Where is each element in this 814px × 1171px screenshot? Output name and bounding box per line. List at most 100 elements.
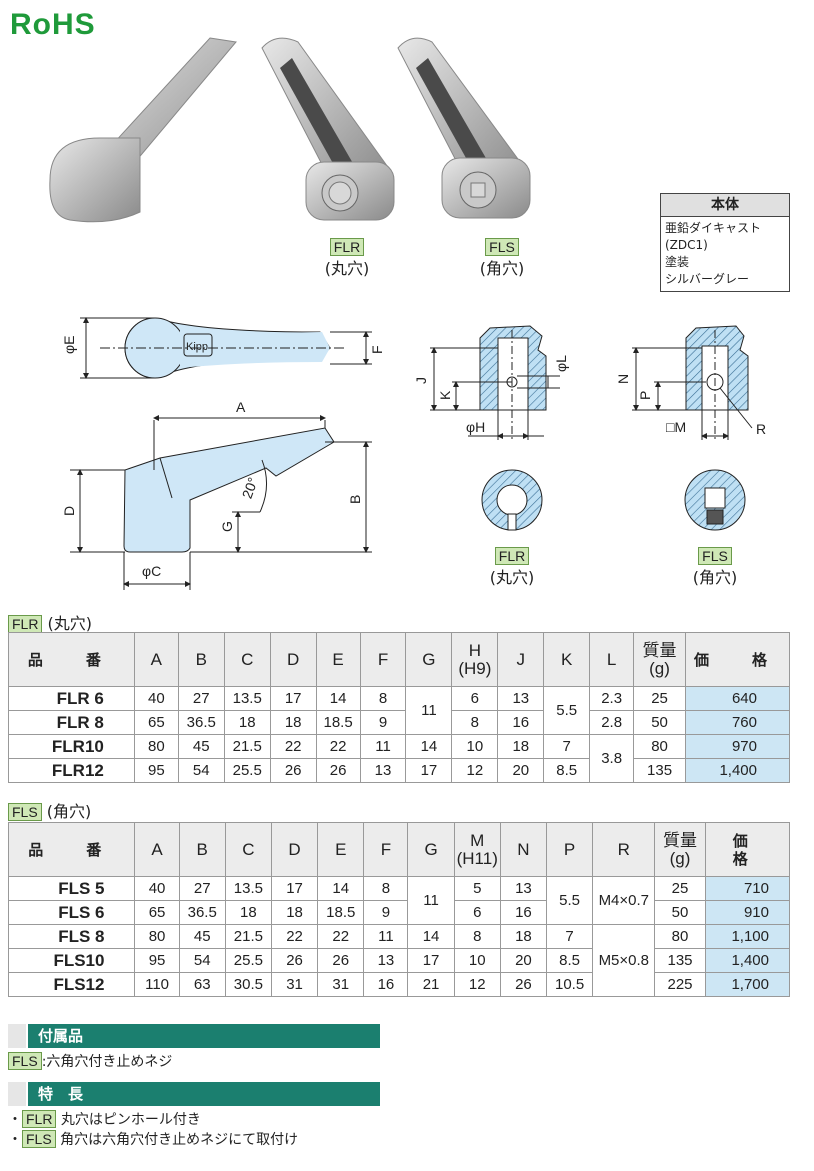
cell: 16 <box>363 972 409 997</box>
cell: 14 <box>315 686 361 711</box>
table-row: FLR 8 65 36.5 18 18 18.5 9 8 16 2.8 50 7… <box>8 710 790 735</box>
material-line: シルバーグレー <box>665 272 750 286</box>
cell: 9 <box>363 900 409 925</box>
price-cell: 1,100 <box>704 924 791 949</box>
cell: 20 <box>497 758 545 783</box>
cell: 80 <box>134 924 180 949</box>
col-header: M (H11) <box>453 822 501 877</box>
cell: 21.5 <box>224 924 272 949</box>
flr-header-row: 品 番 A B C D E F G H (H9) J K L 質量 (g) 価 … <box>8 632 790 687</box>
cell: 27 <box>177 686 225 711</box>
part-number: FLS12 <box>7 972 136 997</box>
fls-tag: FLS <box>698 547 732 565</box>
flr-handle-photo-side <box>49 37 237 223</box>
list-item: ・FLS 角穴は六角穴付き止めネジにて取付け <box>8 1130 298 1150</box>
cell: 80 <box>633 734 686 759</box>
cell: 22 <box>315 734 361 759</box>
col-header: N <box>499 822 548 877</box>
bullet: ・ <box>8 1112 22 1128</box>
cell: 5.5 <box>545 876 594 925</box>
cell: 45 <box>177 734 225 759</box>
cell: 2.8 <box>589 710 635 735</box>
cell: 20 <box>499 948 548 973</box>
col-header: 品 番 <box>7 822 136 877</box>
feature-text: 丸穴はピンホール付き <box>56 1112 201 1128</box>
cell: 21.5 <box>223 734 271 759</box>
part-number: FLR 6 <box>8 686 135 711</box>
flr-spec-table: 品 番 A B C D E F G H (H9) J K L 質量 (g) 価 … <box>8 632 790 783</box>
label-angle: 20° <box>239 475 261 500</box>
col-header: L <box>589 632 635 687</box>
label-l: φL <box>553 355 569 372</box>
cell: 18.5 <box>315 710 361 735</box>
part-number: FLS 6 <box>7 900 136 925</box>
features-title: 特 長 <box>38 1085 84 1103</box>
col-header: 質量 (g) <box>654 822 706 877</box>
cell: 25 <box>654 876 706 901</box>
price-cell: 910 <box>704 900 791 925</box>
table-row: FLS 5 40 27 13.5 17 14 8 11 5 13 5.5 M4×… <box>7 876 791 925</box>
cell: 8 <box>453 924 501 949</box>
cell: 11 <box>407 876 455 925</box>
cell: 18 <box>499 924 548 949</box>
cell: 7 <box>543 734 591 759</box>
cell: 14 <box>407 924 455 949</box>
kipp-logo: Kipp <box>186 341 208 353</box>
cell: 18 <box>497 734 545 759</box>
cell: 26 <box>315 758 361 783</box>
cell: 25.5 <box>223 758 271 783</box>
label-e: φE <box>61 336 77 354</box>
cell: 80 <box>133 734 179 759</box>
cell: 26 <box>317 948 365 973</box>
table-row: FLS 6 65 36.5 18 18 18.5 9 6 16 50 910 <box>7 900 791 925</box>
cell: 225 <box>654 972 706 997</box>
cell: 40 <box>134 876 180 901</box>
cell: 54 <box>178 948 226 973</box>
col-header: B <box>177 632 225 687</box>
col-header: D <box>269 632 317 687</box>
label-h: φH <box>466 419 485 435</box>
cell: 2.3 <box>589 686 635 711</box>
part-number: FLS10 <box>7 948 136 973</box>
cell: 10 <box>451 734 499 759</box>
part-number: FLS 8 <box>7 924 136 949</box>
col-header: G <box>407 822 455 877</box>
col-header: A <box>134 822 180 877</box>
cell: 7 <box>545 924 594 949</box>
col-header: D <box>270 822 319 877</box>
fls-tag: FLS <box>485 238 519 256</box>
cell: 95 <box>133 758 179 783</box>
cell: 10 <box>453 948 501 973</box>
col-header: P <box>545 822 594 877</box>
col-header: F <box>363 822 409 877</box>
col-header: E <box>315 632 361 687</box>
fls-caption-text: (角穴) <box>692 568 738 587</box>
flr-caption-text: (丸穴) <box>489 568 535 587</box>
material-box: 本体 亜鉛ダイキャスト(ZDC1) 塗装 シルバーグレー <box>660 193 790 292</box>
cell: 8.5 <box>543 758 591 783</box>
cell: 18 <box>270 900 319 925</box>
cell: 63 <box>178 972 226 997</box>
flr-tag: FLR <box>329 238 365 256</box>
cell: 25 <box>633 686 686 711</box>
cell: 65 <box>134 900 180 925</box>
cell: 21 <box>407 972 455 997</box>
fls-tag: FLS <box>22 1130 56 1148</box>
cell: 11 <box>363 924 409 949</box>
price-cell: 640 <box>685 686 790 711</box>
cell: 40 <box>133 686 179 711</box>
cell: 36.5 <box>178 900 226 925</box>
part-number: FLR12 <box>8 758 135 783</box>
cell: 18 <box>223 710 271 735</box>
list-item: ・FLR 丸穴はピンホール付き <box>8 1110 298 1130</box>
cell: 13.5 <box>224 876 272 901</box>
cell: 30.5 <box>224 972 272 997</box>
cell: 12 <box>451 758 499 783</box>
col-header: C <box>224 822 272 877</box>
cell: 17 <box>407 948 455 973</box>
fls-table-title-text: (角穴) <box>46 802 92 821</box>
cell: 80 <box>654 924 706 949</box>
cell: 17 <box>270 876 319 901</box>
fls-spec-table: 品 番 A B C D E F G M (H11) N P R 質量 (g) 価… <box>7 822 791 997</box>
cell: 16 <box>499 900 548 925</box>
